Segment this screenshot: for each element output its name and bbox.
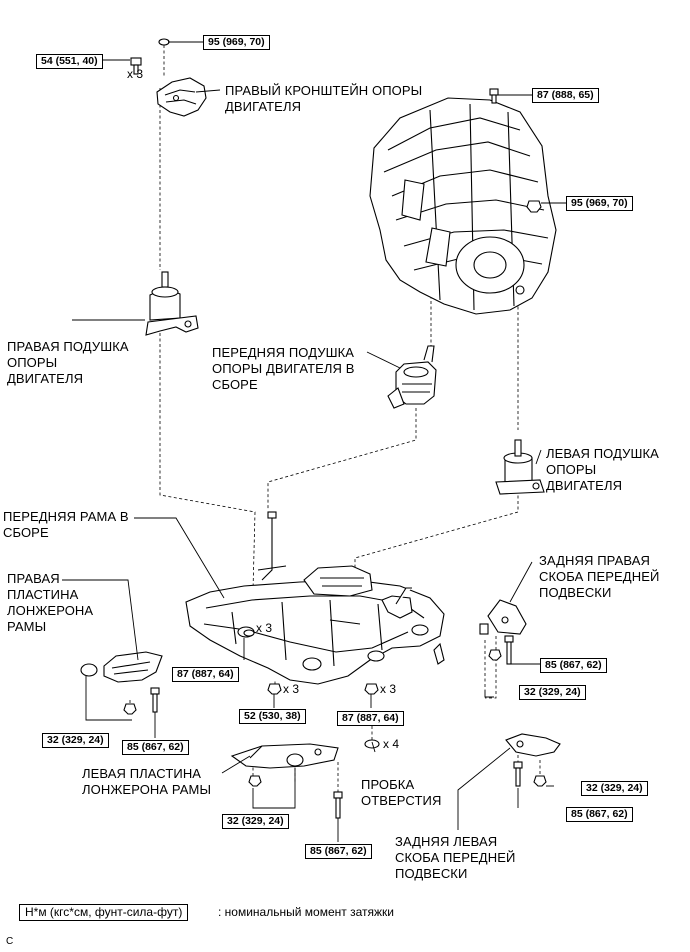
label-right-side-plate-line2: ПЛАСТИНА (7, 587, 79, 602)
label-right-insulator-line1: ПРАВАЯ ПОДУШКА (7, 339, 129, 354)
label-rear-left-brace-line3: ПОДВЕСКИ (395, 866, 468, 881)
torque-lsp-bolt: 85 (867, 62) (305, 844, 372, 859)
label-right-insulator-line2: ОПОРЫ (7, 355, 58, 370)
rear-right-brace-bolt (504, 635, 514, 665)
label-rear-left-brace-line1: ЗАДНЯЯ ЛЕВАЯ (395, 834, 498, 849)
legend-description: : номинальный момент затяжки (218, 905, 394, 919)
left-frame-side-plate (230, 743, 339, 769)
mult-frame-left: x 3 (256, 621, 273, 635)
torque-frame-mid: 52 (530, 38) (239, 709, 306, 724)
torque-bracket-bolts: 54 (551, 40) (36, 54, 103, 69)
hole-plug (364, 739, 380, 749)
engine-mounting-insulator-rh (145, 271, 199, 336)
torque-frame-right: 87 (887, 64) (337, 711, 404, 726)
engine-side-bolt (489, 88, 499, 104)
figure-id: C (6, 936, 14, 947)
label-front-insulator-line2: ОПОРЫ ДВИГАТЕЛЯ В (212, 361, 355, 376)
right-side-plate-nut (123, 703, 137, 715)
torque-top-nut: 95 (969, 70) (203, 35, 270, 50)
label-left-insulator-line1: ЛЕВАЯ ПОДУШКА (546, 446, 659, 461)
rear-left-brace-bolt (513, 761, 523, 787)
label-right-side-plate-line4: РАМЫ (7, 619, 47, 634)
torque-rsp-bolt: 85 (867, 62) (122, 740, 189, 755)
left-side-plate-nut (248, 775, 262, 787)
frame-bolt-rear-right (364, 683, 379, 695)
engine-transaxle-assembly (369, 97, 557, 315)
torque-rsp-nut: 32 (329, 24) (42, 733, 109, 748)
label-left-side-plate-line1: ЛЕВАЯ ПЛАСТИНА (82, 766, 202, 781)
label-rear-right-brace-line1: ЗАДНЯЯ ПРАВАЯ (539, 553, 650, 568)
front-frame-assembly (185, 511, 445, 685)
frame-bolt-front-left (243, 629, 255, 637)
label-rear-right-brace-line2: СКОБА ПЕРЕДНЕЙ (539, 569, 660, 584)
label-left-side-plate-line2: ЛОНЖЕРОНА РАМЫ (82, 782, 212, 797)
engine-mounting-insulator-lh (495, 439, 545, 495)
frame-bolt-center (267, 683, 282, 695)
torque-rr-brace-bolt: 85 (867, 62) (540, 658, 607, 673)
legend-unit-box: Н*м (кгс*см, фунт-сила-фут) (19, 904, 189, 921)
label-left-insulator-line2: ОПОРЫ (546, 462, 597, 477)
label-front-insulator-line3: СБОРЕ (212, 377, 258, 392)
label-right-side-plate-line1: ПРАВАЯ (7, 571, 60, 586)
label-front-frame-line1: ПЕРЕДНЯЯ РАМА В (3, 509, 129, 524)
right-frame-side-plate (80, 651, 163, 683)
engine-mounting-insulator-front (387, 345, 437, 409)
torque-engine-nut: 95 (969, 70) (566, 196, 633, 211)
label-front-frame-line2: СБОРЕ (3, 525, 49, 540)
label-front-insulator-line1: ПЕРЕДНЯЯ ПОДУШКА (212, 345, 355, 360)
torque-lsp-nut: 32 (329, 24) (222, 814, 289, 829)
label-hole-plug-line1: ПРОБКА (361, 777, 415, 792)
torque-rr-brace-nut: 32 (329, 24) (519, 685, 586, 700)
engine-mounting-bracket-rh (156, 77, 207, 117)
torque-frame-left: 87 (887, 64) (172, 667, 239, 682)
label-left-insulator-line3: ДВИГАТЕЛЯ (546, 478, 623, 493)
mult-frame-right: x 3 (380, 682, 397, 696)
bracket-bolt (130, 57, 142, 75)
mult-bracket-bolts: x 3 (127, 67, 144, 81)
label-right-bracket-line1: ПРАВЫЙ КРОНШТЕЙН ОПОРЫ (225, 83, 423, 98)
label-rear-left-brace-line2: СКОБА ПЕРЕДНЕЙ (395, 850, 516, 865)
rear-right-suspension-brace (479, 599, 527, 635)
label-rear-right-brace-line3: ПОДВЕСКИ (539, 585, 612, 600)
top-nut (158, 38, 170, 46)
label-right-side-plate-line3: ЛОНЖЕРОНА (7, 603, 94, 618)
torque-rl-brace-bolt: 85 (867, 62) (566, 807, 633, 822)
label-right-insulator-line3: ДВИГАТЕЛЯ (7, 371, 84, 386)
label-hole-plug-line2: ОТВЕРСТИЯ (361, 793, 442, 808)
mult-plugs: x 4 (383, 737, 400, 751)
rear-left-suspension-brace (505, 733, 561, 757)
torque-rl-brace-nut: 32 (329, 24) (581, 781, 648, 796)
torque-engine-bolt: 87 (888, 65) (532, 88, 599, 103)
engine-side-nut (526, 200, 542, 213)
mult-frame-mid: x 3 (283, 682, 300, 696)
rear-left-brace-nut (533, 775, 547, 787)
label-right-bracket-line2: ДВИГАТЕЛЯ (225, 99, 302, 114)
leader-lines (62, 41, 566, 842)
right-side-plate-bolt (150, 687, 160, 713)
rear-right-brace-nut (488, 649, 502, 661)
left-side-plate-bolt (333, 791, 343, 819)
